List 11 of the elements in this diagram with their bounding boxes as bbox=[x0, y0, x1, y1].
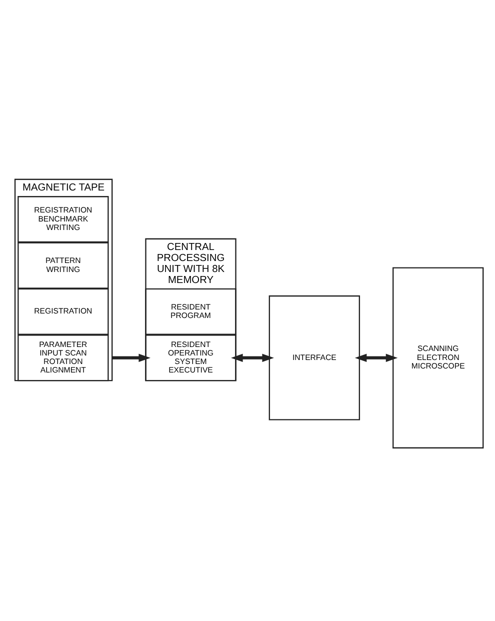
node-box: INTERFACE bbox=[268, 295, 360, 420]
node-box: REGISTRATION BENCHMARK WRITING bbox=[18, 196, 109, 243]
arrow bbox=[231, 354, 274, 362]
node-box: SCANNING ELECTRON MICROSCOPE bbox=[392, 267, 484, 448]
node-box: RESIDENT OPERATING SYSTEM EXECUTIVE bbox=[145, 334, 236, 382]
arrow bbox=[112, 354, 150, 362]
node-box: RESIDENT PROGRAM bbox=[145, 288, 236, 335]
node-box: REGISTRATION bbox=[18, 288, 109, 335]
node-box: PARAMETER INPUT SCAN ROTATION ALIGNMENT bbox=[18, 334, 109, 382]
arrow bbox=[354, 354, 398, 362]
node-box: PATTERN WRITING bbox=[18, 242, 109, 289]
